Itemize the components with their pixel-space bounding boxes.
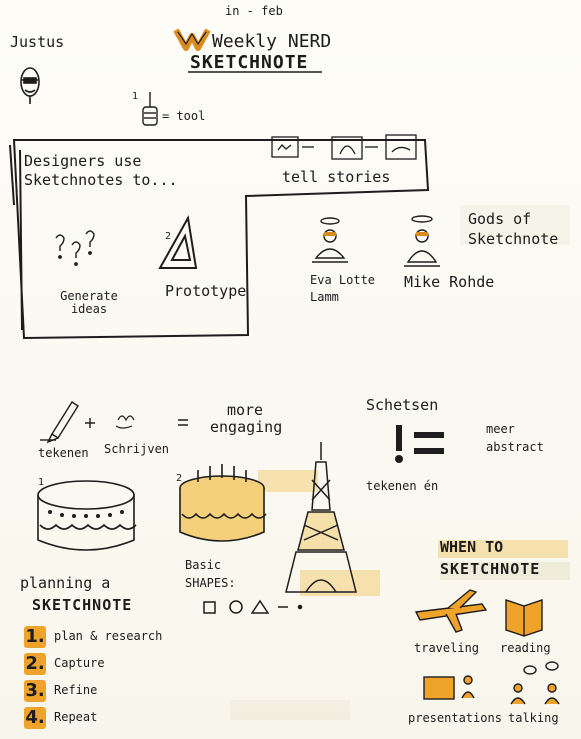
gods-title: Gods of Sketchnote [468,210,559,248]
book-icon [505,599,543,637]
author-name: Justus [10,33,65,51]
eiffel-tower-icon [285,442,357,593]
prototype-label: Prototype [165,282,247,300]
cake-colored-icon [179,464,267,542]
prototype-number: 2 [165,231,172,242]
schrijven-label: Schrijven [104,442,170,456]
pencil-icon [40,401,79,444]
title-line2: SKETCHNOTE [190,52,309,73]
step3-text: Refine [54,683,98,697]
step3-number: 3. [24,680,46,702]
generate-ideas-label: Generate ideas [60,289,118,316]
step4-number: 4. [24,707,46,729]
step1-number: 1. [24,626,46,648]
schetsen-eq-label: tekenen én [366,479,439,493]
when-traveling: traveling [414,641,480,655]
cake1-number: 1 [38,477,45,488]
plus-mark [85,418,95,428]
legend-tool-text: = tool [162,109,206,123]
basic-shapes-label: Basic SHAPES: [185,558,236,590]
date-label: in - feb [225,4,283,18]
more-engaging-label: more engaging [210,401,283,437]
avatar-icon [20,67,40,104]
cake2-number: 2 [176,473,183,484]
tell-stories-label: tell stories [282,168,391,186]
step4-text: Repeat [54,710,98,724]
equals-icon [414,432,444,454]
mike-rohde-figure [404,215,440,267]
planning-title-2: SKETCHNOTE [32,596,133,614]
when-reading: reading [500,641,551,655]
box-title: Designers use Sketchnotes to... [24,152,178,189]
title-line1: Weekly NERD [212,31,332,52]
triangle-ruler-icon [158,215,198,269]
step2-number: 2. [24,653,46,675]
question-marks-icon [55,230,95,266]
when-presentations: presentations [408,711,502,725]
basic-shapes-icon [203,599,303,614]
eva-lotte-name: Eva Lotte Lamm [310,273,376,304]
step2-text: Capture [54,656,105,670]
title-w-icon [173,28,211,51]
when-talking: talking [508,711,559,725]
exclamation-icon [395,425,403,463]
step1-text: plan & research [54,629,163,643]
legend-number: 1 [132,91,139,102]
planning-title-1: planning a [20,574,111,592]
storyboard-icon [271,134,417,160]
tekenen-label: tekenen [38,446,89,460]
writing-icon [115,415,135,429]
presentation-icon [423,675,475,700]
schetsen-label: Schetsen [366,396,439,414]
tool-icon [142,92,158,126]
airplane-icon [414,589,488,633]
mike-rohde-name: Mike Rohde [404,273,495,291]
equals-mark [178,419,188,426]
meer-abstract-label: meer abstract [486,422,544,454]
when-title-1: WHEN TO [440,538,504,556]
cake-sketch-icon [37,480,137,551]
designers-box [9,139,430,340]
eva-lotte-figure [312,217,348,263]
talking-icon [510,661,560,705]
when-title-2: SKETCHNOTE [440,560,541,578]
